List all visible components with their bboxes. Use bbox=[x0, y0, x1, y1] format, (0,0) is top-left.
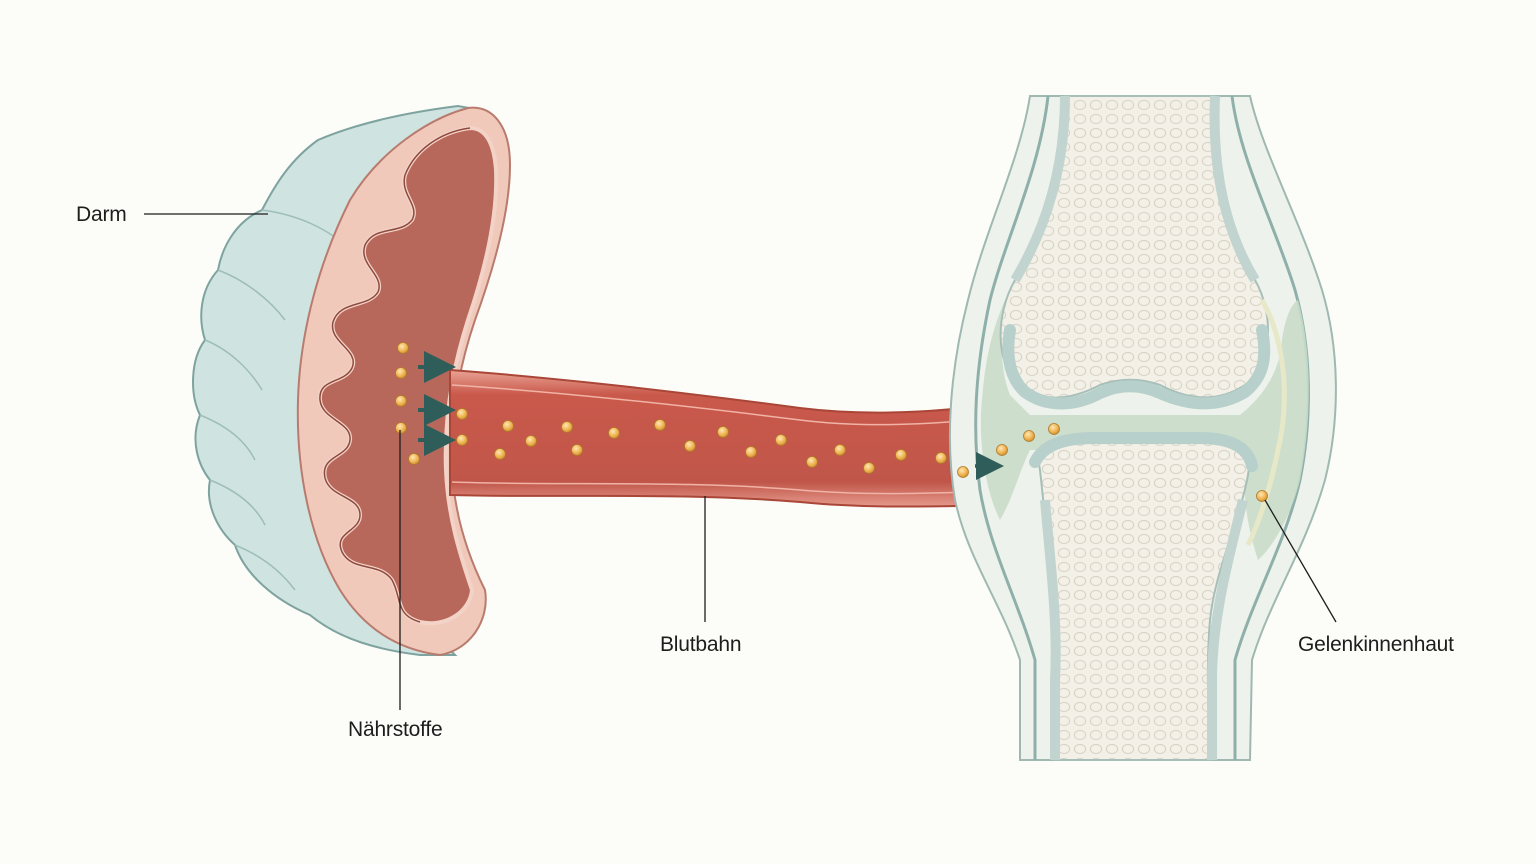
circle-dot-icon bbox=[494, 448, 506, 460]
synovial-space bbox=[980, 300, 1309, 560]
nutrient-particles bbox=[395, 342, 1268, 502]
circle-dot-icon bbox=[395, 367, 407, 379]
circle-dot-icon bbox=[775, 434, 787, 446]
intestine bbox=[192, 104, 512, 657]
label-nutrients: Nährstoffe bbox=[348, 718, 443, 741]
leader-lines bbox=[144, 213, 1337, 710]
circle-dot-icon bbox=[408, 453, 420, 465]
label-intestine: Darm bbox=[76, 203, 127, 226]
label-synovium: Gelenkinnenhaut bbox=[1298, 633, 1454, 656]
circle-dot-icon bbox=[806, 456, 818, 468]
circle-dot-icon bbox=[745, 446, 757, 458]
leader-line-synovium bbox=[1264, 499, 1337, 623]
circle-dot-icon bbox=[996, 444, 1008, 456]
circle-dot-icon bbox=[397, 342, 409, 354]
circle-dot-icon bbox=[1048, 423, 1060, 435]
circle-dot-icon bbox=[1023, 430, 1035, 442]
circle-dot-icon bbox=[571, 444, 583, 456]
circle-dot-icon bbox=[834, 444, 846, 456]
circle-dot-icon bbox=[525, 435, 537, 447]
circle-dot-icon bbox=[502, 420, 514, 432]
tibia-cartilage bbox=[1029, 432, 1258, 472]
blood-vessel bbox=[449, 368, 1031, 508]
circle-dot-icon bbox=[863, 462, 875, 474]
femur-cartilage bbox=[1002, 324, 1271, 410]
synovium-lining bbox=[1245, 298, 1287, 547]
circle-dot-icon bbox=[456, 408, 468, 420]
circle-dot-icon bbox=[684, 440, 696, 452]
circle-dot-icon bbox=[935, 452, 947, 464]
knee-joint bbox=[948, 95, 1337, 761]
circle-dot-icon bbox=[395, 395, 407, 407]
flow-arrows bbox=[418, 351, 1004, 480]
circle-dot-icon bbox=[957, 466, 969, 478]
circle-dot-icon bbox=[456, 434, 468, 446]
circle-dot-icon bbox=[395, 422, 407, 434]
circle-dot-icon bbox=[608, 427, 620, 439]
circle-dot-icon bbox=[895, 449, 907, 461]
circle-dot-icon bbox=[717, 426, 729, 438]
circle-dot-icon bbox=[654, 419, 666, 431]
circle-dot-icon bbox=[561, 421, 573, 433]
circle-dot-icon bbox=[1256, 490, 1268, 502]
label-bloodstream: Blutbahn bbox=[660, 633, 742, 656]
